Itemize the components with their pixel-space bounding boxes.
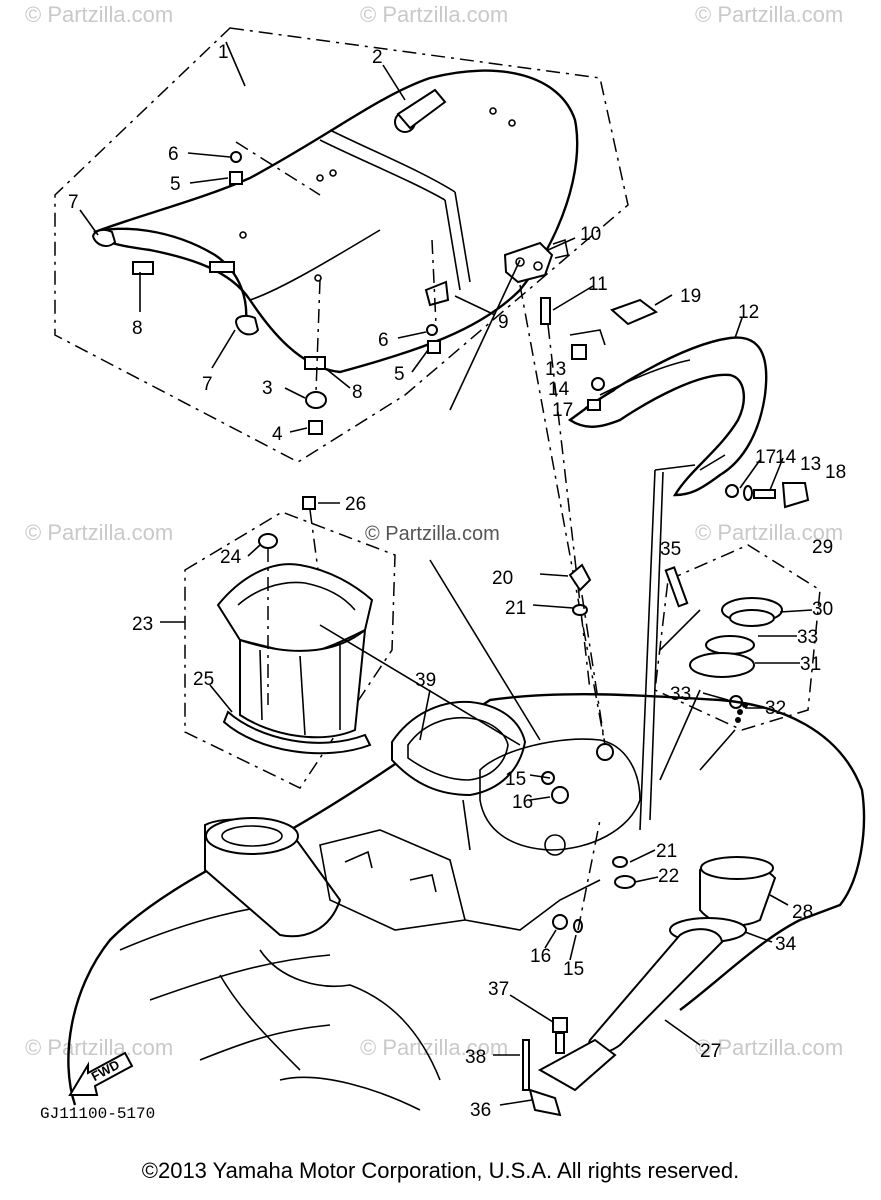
callout-4: 4 [272,424,283,445]
callout-8: 8 [352,382,363,403]
callout-36: 36 [470,1100,491,1121]
callout-15: 15 [563,959,584,980]
watermark: © Partzilla.com [695,1035,843,1060]
callout-18: 18 [825,462,846,483]
callout-16: 16 [530,946,551,967]
watermark: © Partzilla.com [25,2,173,27]
callout-24: 24 [220,547,242,568]
watermark: © Partzilla.com [360,520,508,545]
callout-37: 37 [488,979,509,1000]
callout-17: 17 [755,447,776,468]
callout-27: 27 [700,1041,721,1062]
callout-21: 21 [505,598,526,619]
callout-10: 10 [580,224,601,245]
cap-assembly [654,544,821,781]
callout-13: 13 [800,454,821,475]
callout-35: 35 [660,539,681,560]
callout-20: 20 [492,568,513,589]
callout-6: 6 [168,144,179,165]
watermark: © Partzilla.com [695,520,843,545]
callout-33: 33 [797,627,818,648]
callout-8: 8 [132,318,143,339]
callout-15: 15 [505,769,526,790]
callout-28: 28 [792,902,813,923]
callout-32: 32 [765,698,786,719]
storage-box-assembly [160,496,396,789]
callout-21: 21 [656,841,677,862]
callout-7: 7 [202,374,213,395]
callout-14: 14 [775,447,797,468]
callout-13: 13 [545,359,566,380]
grab-bar-assembly [503,237,810,831]
callout-2: 2 [372,47,383,68]
callout-11: 11 [588,274,608,295]
callout-5: 5 [394,364,405,385]
watermark: © Partzilla.com [360,2,508,27]
callout-30: 30 [812,599,833,620]
diagram-code: GJ11100-5170 [40,1105,155,1123]
watermark: © Partzilla.com [25,1035,173,1060]
watermark: © Partzilla.com [25,520,173,545]
callout-3: 3 [262,378,273,399]
callout-7: 7 [68,192,79,213]
callout-39: 39 [415,670,436,691]
callout-1: 1 [218,42,229,63]
callout-31: 31 [800,654,821,675]
callout-5: 5 [170,174,181,195]
callout-9: 9 [498,312,509,333]
leader-lines [319,259,789,1106]
callout-labels: 1 2 6 5 7 8 7 3 4 8 9 6 5 10 11 19 12 13… [68,42,846,1121]
copyright-notice: ©2013 Yamaha Motor Corporation, U.S.A. A… [141,1158,740,1183]
watermark: © Partzilla.com [360,1035,508,1060]
callout-26: 26 [345,494,366,515]
callout-16: 16 [512,792,533,813]
callout-23: 23 [132,614,153,635]
callout-38: 38 [465,1047,486,1068]
callout-17: 17 [552,400,573,421]
callout-6: 6 [378,330,389,351]
seat-assembly [54,27,629,463]
callout-14: 14 [548,379,570,400]
callout-34: 34 [775,934,797,955]
callout-22: 22 [658,866,679,887]
watermark-layer: © Partzilla.com © Partzilla.com © Partzi… [25,2,843,1060]
callout-33: 33 [670,684,691,705]
callout-12: 12 [738,302,759,323]
callout-19: 19 [680,286,701,307]
watermark: © Partzilla.com [695,2,843,27]
callout-29: 29 [812,537,833,558]
center-watermark: © Partzilla.com [365,523,500,545]
callout-25: 25 [193,669,214,690]
